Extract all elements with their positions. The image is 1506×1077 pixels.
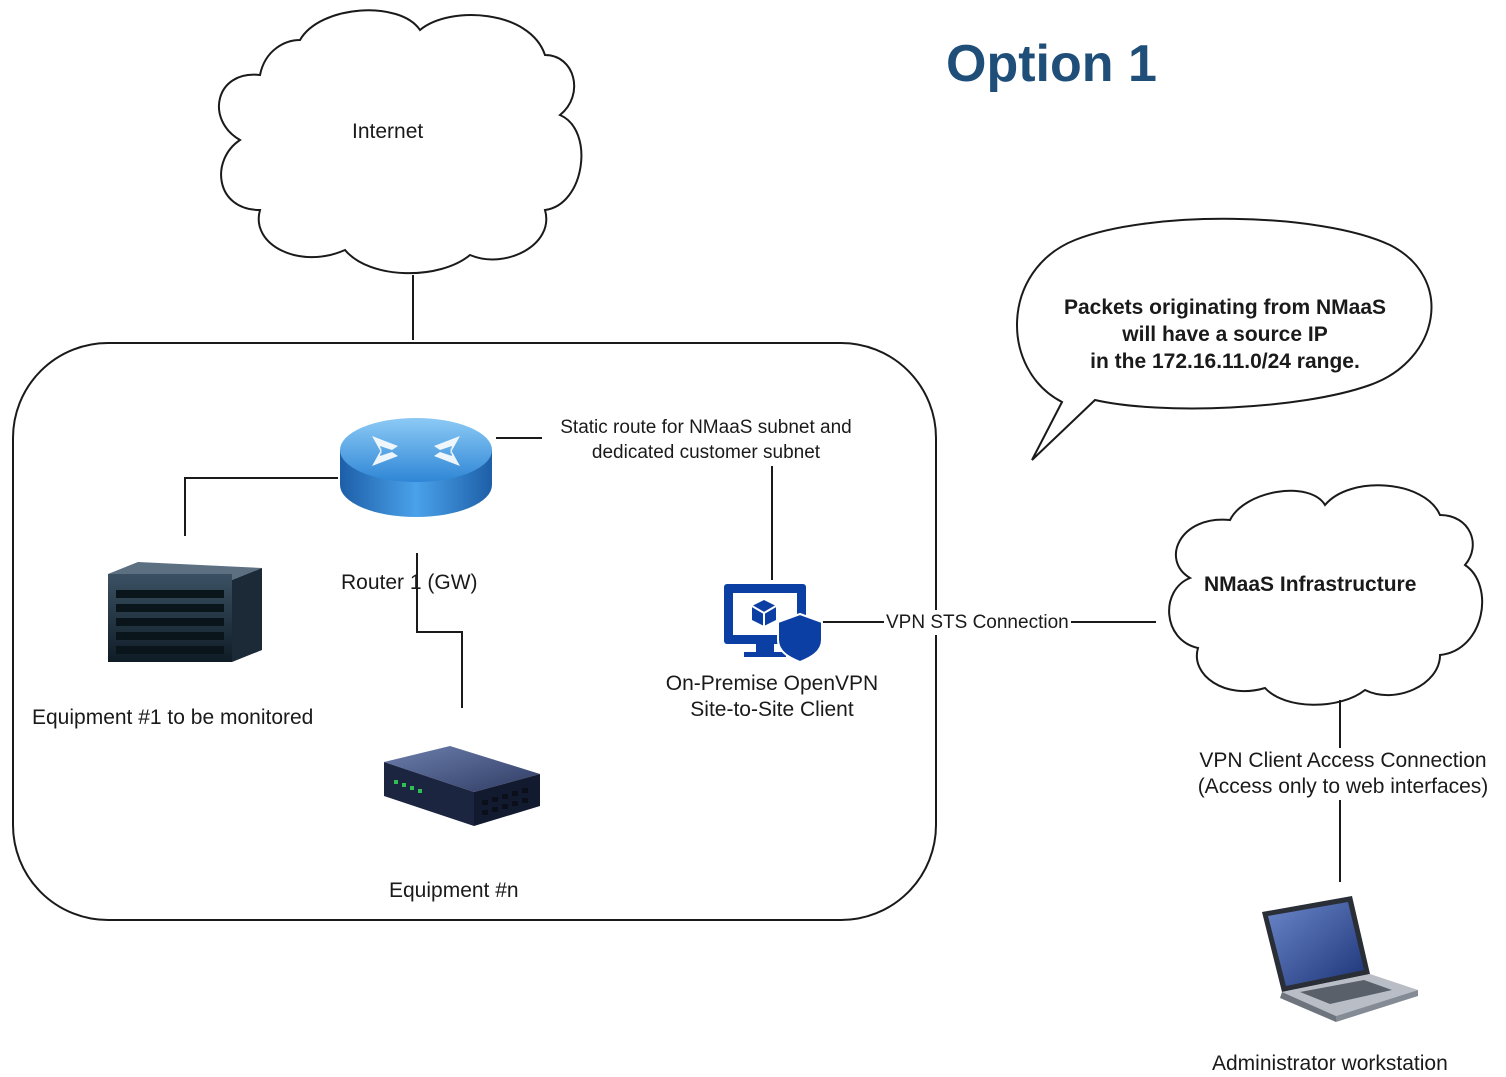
server-icon xyxy=(108,562,262,662)
vpn-client-label-line1: VPN Client Access Connection xyxy=(1199,749,1487,772)
openvpn-client-icon xyxy=(724,584,823,664)
static-route-label-line2: dedicated customer subnet xyxy=(591,442,821,463)
openvpn-label: On-Premise OpenVPN Site-to-Site Client xyxy=(654,671,890,723)
vpn-sts-label: VPN STS Connection xyxy=(884,610,1071,635)
router-label: Router 1 (GW) xyxy=(341,571,478,594)
switch-icon xyxy=(384,746,540,826)
callout-line1: Packets originating from NMaaS xyxy=(1063,296,1387,319)
callout-bubble xyxy=(1016,217,1433,461)
internet-label: Internet xyxy=(352,120,424,143)
openvpn-label-line2: Site-to-Site Client xyxy=(690,698,854,721)
admin-workstation-label: Administrator workstation xyxy=(1212,1052,1448,1075)
connectors xyxy=(184,275,1341,882)
internet-cloud xyxy=(217,9,583,275)
router-icon xyxy=(340,418,492,517)
router-equipment-n-link xyxy=(416,553,463,708)
static-route-label: Static route for NMaaS subnet and dedica… xyxy=(540,415,872,465)
vpn-client-label: VPN Client Access Connection (Access onl… xyxy=(1180,748,1506,800)
equipment-n-label: Equipment #n xyxy=(389,879,519,902)
diagram-title: Option 1 xyxy=(946,35,1157,93)
static-route-label-line1: Static route for NMaaS subnet and xyxy=(560,417,852,438)
callout-text: Packets originating from NMaaS will have… xyxy=(1040,294,1410,375)
openvpn-label-line1: On-Premise OpenVPN xyxy=(665,672,879,695)
vpn-client-label-line2: (Access only to web interfaces) xyxy=(1197,775,1489,798)
callout-line3: in the 172.16.11.0/24 range. xyxy=(1090,350,1360,373)
callout-line2: will have a source IP xyxy=(1122,323,1328,346)
nmaas-cloud xyxy=(1168,484,1484,706)
laptop-icon xyxy=(1262,896,1418,1022)
equipment1-label: Equipment #1 to be monitored xyxy=(32,706,314,729)
router-equipment1-link xyxy=(184,477,338,536)
nmaas-label: NMaaS Infrastructure xyxy=(1204,573,1417,596)
